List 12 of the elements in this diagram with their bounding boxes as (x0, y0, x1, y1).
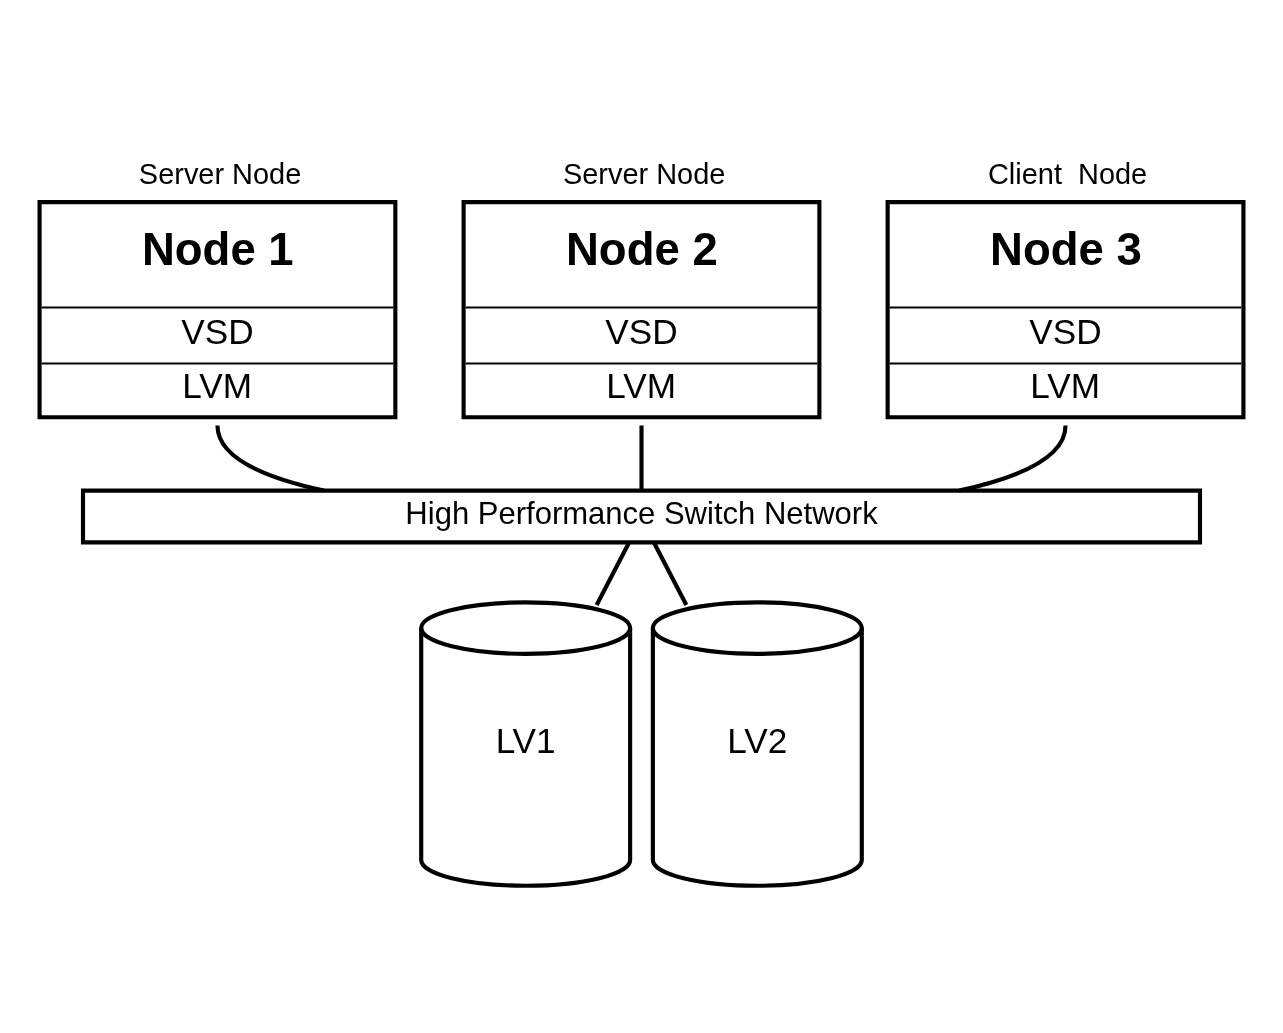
node-label: Client Node (987, 157, 1148, 190)
node-box: Node 1 VSD LVM (37, 200, 398, 420)
connector (639, 425, 644, 491)
connector (652, 541, 689, 606)
connector (215, 425, 325, 493)
node-box: Node 3 VSD LVM (885, 200, 1246, 420)
connector (958, 425, 1068, 493)
connector (594, 541, 631, 606)
node-label: Server Node (138, 157, 302, 190)
node-box: Node 2 VSD LVM (461, 200, 822, 420)
node-label: Server Node (562, 157, 726, 190)
node-box: High Performance Switch Network (80, 488, 1203, 545)
